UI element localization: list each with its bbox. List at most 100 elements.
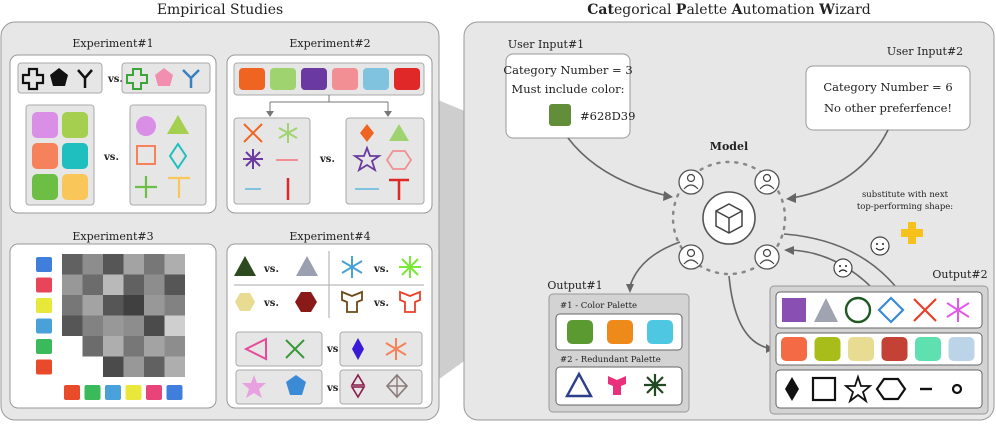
heatmap-cell [144,356,165,377]
output-1-palette-label: #1 - Color Palette [560,301,637,311]
output-1-swatch [567,320,593,344]
ring-black-icon [951,383,963,395]
user-input-1-color-label: #628D39 [580,109,635,123]
cross-outline-icon [21,67,45,91]
exp4-vs-2: vs. [373,264,389,275]
arrow-input2-to-model [791,129,889,199]
heatmap-cell [62,254,83,275]
y-shape-blue-icon [182,69,200,88]
pentagon-blue-icon [286,375,306,395]
heatmap-cell [62,295,83,316]
asterisk-orange-icon [385,338,407,360]
experiment-2-title: Experiment#2 [289,37,370,50]
x-red-icon [913,298,937,322]
output-1-color-swatches [567,320,673,344]
asterisk-icon [278,123,298,143]
user-icon [686,248,696,258]
output-2-label: Output#2 [932,268,987,281]
output-2-black-shape-row [775,369,983,409]
heatmap-col-swatch [166,385,183,400]
hexagon-outline-icon [385,150,413,170]
substitute-note-line2: top-performing shape: [857,202,953,212]
star-pink-icon [242,375,266,398]
heatmap-cell [82,336,103,357]
plus-yellow-icon [901,222,923,244]
asterisk-purple-icon [243,149,263,169]
heatmap-cell [123,356,144,377]
wizard-title: Categorical Palette Automation Wizard [587,2,871,18]
cube-icon [715,203,743,234]
heatmap-cell [82,295,103,316]
x-green-icon [285,339,305,359]
square-outline-icon [136,145,156,165]
exp4-vs-3: vs. [263,298,279,309]
user-input-2-line1: Category Number = 6 [823,80,952,94]
circle-icon [136,116,156,136]
diamond-outline-blue-icon [877,296,905,324]
user-node-top-left [678,169,704,195]
exp2-swatches [239,68,420,90]
star-outline-black-icon [843,374,873,404]
exp1-swatch [62,174,88,200]
heatmap-cell [123,254,144,275]
user-icon [762,173,772,183]
user-input-1-line2: Must include color: [511,82,624,96]
exp1-swatches [32,112,88,200]
exp1-swatch [32,174,58,200]
arrow-model-to-output2 [783,233,901,293]
arrow-head-icon [784,246,794,255]
heatmap-cell [82,274,103,295]
heatmap-col-swatch [146,385,162,400]
exp2-swatch [394,68,420,90]
exp2-left-grid [233,117,311,205]
exp4-vs-1: vs. [263,264,279,275]
diamond-cross-lines [387,375,407,397]
wizard-title-part: P [676,2,687,18]
circle-outline-green-icon [844,296,872,324]
heatmap-cell [164,336,185,357]
heatmap-row-swatch [36,339,52,354]
exp2-swatch [239,68,265,90]
output-2-swatch [781,337,807,361]
arrow-model-to-output2-lower [728,275,769,349]
heatmap-cell [82,315,103,336]
asterisk-magenta-icon [946,298,970,322]
output-1-label: Output#1 [547,279,602,292]
heatmap-cell [123,315,144,336]
heatmap-cell [103,356,124,377]
triangle-left-outline-icon [243,337,267,361]
exp2-swatch [301,68,327,90]
user-icon [762,248,772,258]
triangle-green-icon [389,124,409,141]
user-input-2-label: User Input#2 [887,45,963,58]
heatmap-row-swatch [36,318,52,334]
heatmap-cell [144,274,165,295]
wizard-title-part: egorical [614,2,676,18]
experiment-1-title: Experiment#1 [72,37,153,50]
hexagram-icon [350,386,366,399]
output-1-redundant-label: #2 - Redundant Palette [560,355,661,365]
arrow-head-icon [266,111,274,117]
heatmap-cell [103,254,124,275]
wizard-title-part: A [731,2,744,18]
user-input-2-box [805,65,971,131]
exp3-heatmap [36,254,185,400]
triangle-gray-icon [814,298,838,322]
heatmap-cell [144,315,165,336]
output-2-swatch [814,337,841,361]
pentagon-icon [50,68,68,86]
exp1-vs-top: vs. [107,74,123,85]
hexagon-red-icon [295,292,317,312]
asterisk-dark-green-icon [644,374,666,396]
wizard-title-part: alette [686,2,731,18]
heatmap-cell [103,295,124,316]
empirical-studies-title: Empirical Studies [157,2,283,18]
heatmap-cell [123,274,144,295]
plus-icon [135,176,157,198]
wizard-title-part: Cat [587,2,614,18]
user-input-1-line1: Category Number = 3 [503,63,632,77]
user-input-1-color-swatch [549,104,571,126]
output-2-swatch [881,337,908,361]
model-dotted-ring [671,160,787,276]
